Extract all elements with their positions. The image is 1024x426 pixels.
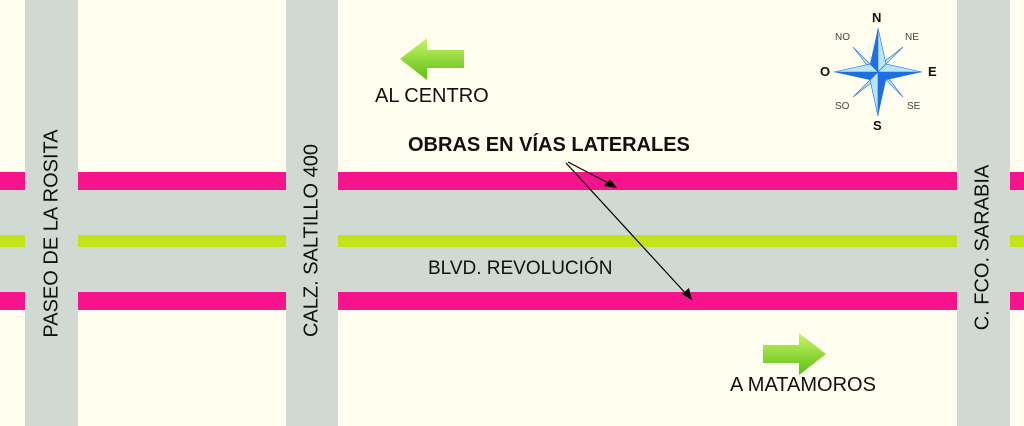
street-calz-saltillo — [286, 0, 338, 426]
compass-so: SO — [835, 101, 850, 112]
arrowhead-icon — [682, 288, 692, 300]
lateral-works-south — [0, 292, 1024, 310]
street-label-sarabia: C. FCO. SARABIA — [971, 164, 994, 331]
arrow-left-icon — [400, 38, 464, 80]
annotation-pointer-south — [565, 162, 689, 297]
street-label-calz-saltillo: CALZ. SALTILLO 400 — [300, 143, 323, 338]
lateral-works-north — [0, 172, 1024, 190]
compass-e: E — [928, 64, 937, 79]
median-strip — [0, 235, 1024, 247]
compass-ne: NE — [905, 32, 919, 43]
compass-se: SE — [907, 101, 921, 112]
street-sarabia — [957, 0, 1010, 426]
direction-al-centro: AL CENTRO — [375, 85, 489, 107]
compass-o: O — [820, 64, 831, 79]
compass-s: S — [873, 118, 882, 133]
street-paseo-de-la-rosita — [25, 0, 78, 426]
annotation-obras: OBRAS EN VÍAS LATERALES — [408, 134, 690, 156]
compass-n: N — [872, 10, 882, 25]
arrow-right-icon — [763, 333, 826, 375]
annotation-pointer-north — [567, 161, 613, 186]
street-label-blvd-revolucion: BLVD. REVOLUCIÓN — [428, 258, 613, 279]
compass-no: NO — [835, 32, 850, 43]
direction-a-matamoros: A MATAMOROS — [730, 374, 876, 396]
arrowhead-icon — [604, 179, 617, 188]
street-label-paseo-de-la-rosita: PASEO DE LA ROSITA — [40, 129, 63, 338]
compass-rose-icon — [833, 27, 923, 117]
